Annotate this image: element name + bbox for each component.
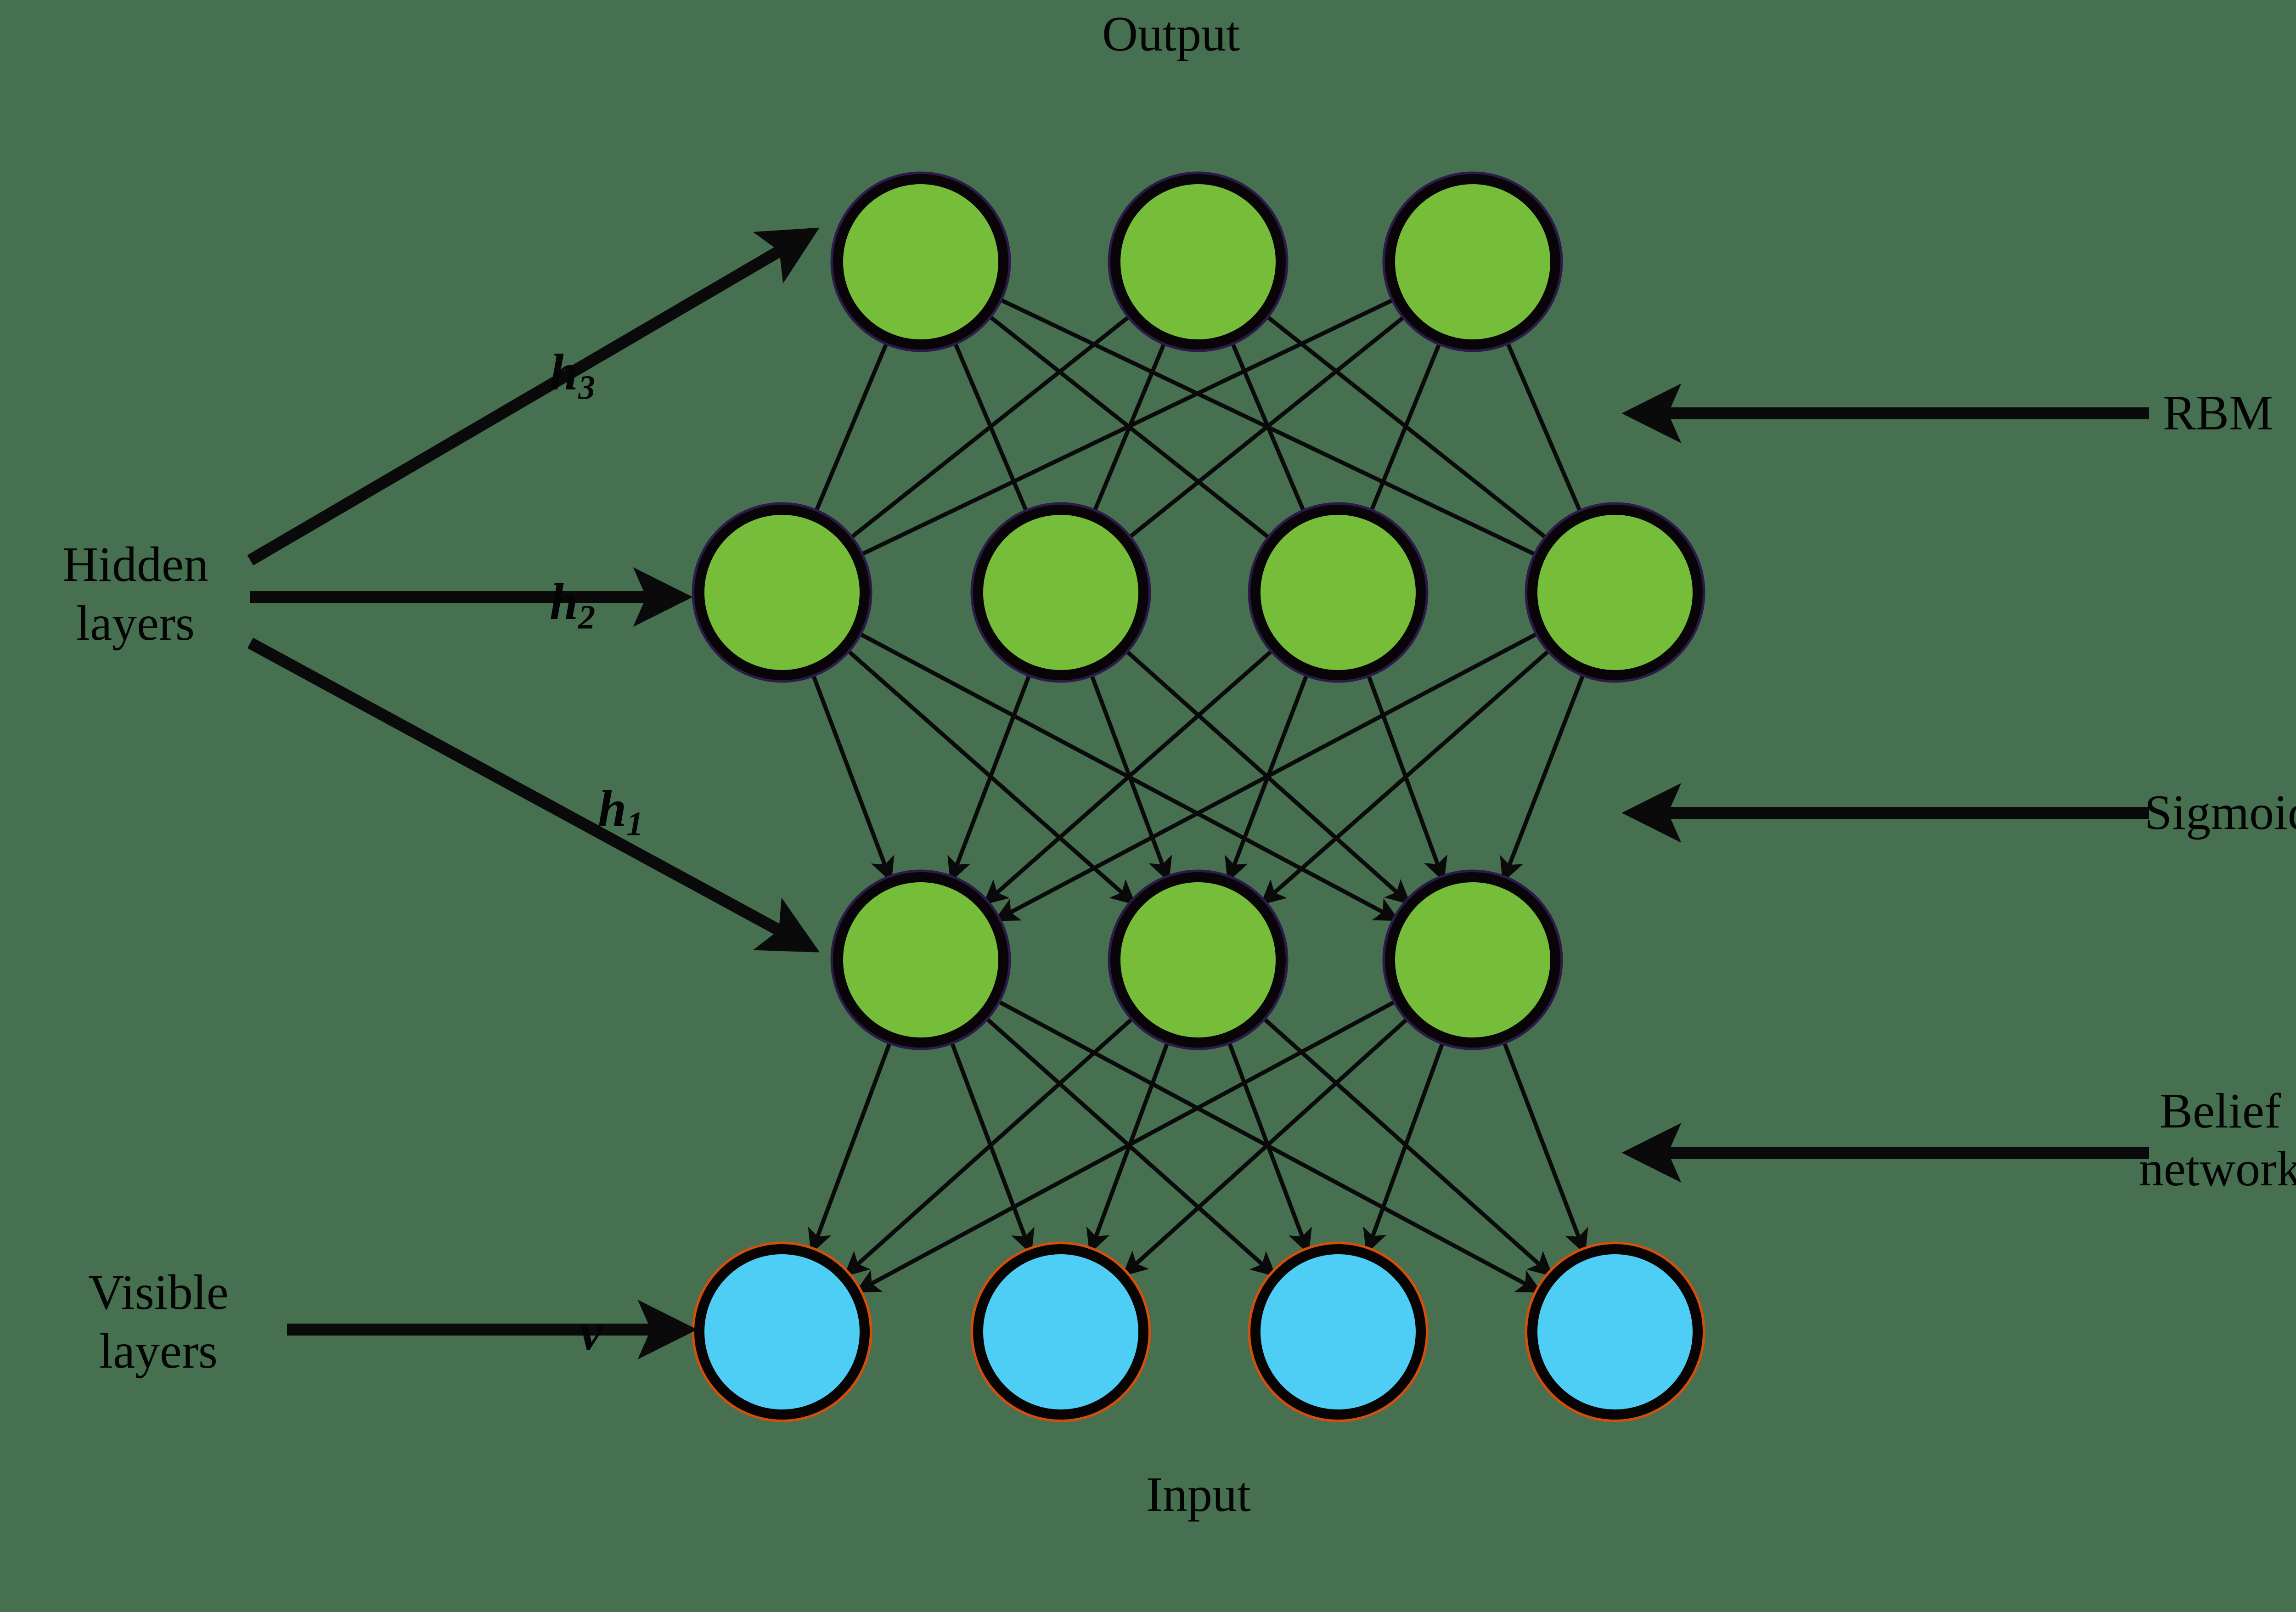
rbm-label: RBM	[2163, 386, 2273, 440]
v-label: v	[528, 1254, 602, 1411]
network-edge	[952, 339, 1030, 515]
network-edge	[813, 339, 890, 515]
h1-subscript: 1	[626, 805, 644, 843]
network-edge	[1260, 647, 1553, 905]
network-edge	[1123, 647, 1411, 905]
network-edge	[1365, 671, 1447, 882]
node-h2-2[interactable]	[1250, 505, 1426, 680]
network-edge	[986, 313, 1273, 541]
belief-network-line1: Belief	[2160, 1084, 2281, 1139]
page-title-output: Output	[1102, 7, 1240, 62]
network-edge	[1500, 671, 1587, 883]
node-visible-3[interactable]	[1527, 1244, 1703, 1420]
node-visible-0[interactable]	[694, 1244, 870, 1420]
node-h1-1[interactable]	[1110, 872, 1286, 1048]
hidden-layers-line1: Hidden	[62, 537, 208, 592]
network-edge	[1363, 1039, 1446, 1254]
network-edge	[1504, 339, 1583, 515]
visible-layers-line1: Visible	[88, 1265, 229, 1320]
network-edge	[808, 1038, 893, 1254]
node-output-2[interactable]	[1385, 174, 1560, 349]
pointer-arrow-group	[247, 227, 820, 1359]
h1-pointer	[247, 637, 820, 953]
node-h2-0[interactable]	[694, 505, 870, 680]
visible-layers-line2: layers	[99, 1324, 218, 1379]
sigmoid-label: Sigmoid	[2144, 785, 2296, 840]
network-edge	[983, 647, 1276, 905]
h3-subscript: 3	[578, 368, 596, 406]
network-edge	[855, 998, 1399, 1293]
network-edge	[994, 630, 1541, 921]
annotation-arrow-group	[1621, 383, 2149, 1183]
visible-layers-label: Visible layers	[51, 1265, 266, 1379]
h3-label: h3	[498, 294, 595, 458]
network-edge	[856, 630, 1400, 921]
hidden-layers-label: Hidden layers	[28, 537, 243, 651]
node-h2-3[interactable]	[1527, 505, 1703, 680]
network-edge	[1122, 1015, 1411, 1277]
belief-network-line2: network	[2139, 1142, 2296, 1197]
node-h1-2[interactable]	[1385, 872, 1560, 1048]
h2-subscript: 2	[578, 598, 596, 636]
h1-base: h	[598, 780, 627, 838]
h2-label: h2	[498, 524, 595, 688]
network-edge	[1501, 1038, 1588, 1255]
h1-label: h1	[546, 730, 643, 894]
network-edge	[996, 296, 1539, 558]
network-edge	[810, 671, 895, 883]
node-visible-2[interactable]	[1250, 1244, 1426, 1420]
node-group	[692, 171, 1705, 1422]
h3-pointer	[247, 227, 820, 566]
node-visible-1[interactable]	[973, 1244, 1148, 1420]
node-output-0[interactable]	[833, 174, 1008, 349]
belief-network-label: Belief network	[2117, 1086, 2296, 1195]
h2-base: h	[550, 574, 579, 631]
node-h1-0[interactable]	[833, 872, 1008, 1048]
network-edge	[844, 647, 1136, 905]
network-edge	[947, 671, 1033, 883]
node-output-1[interactable]	[1110, 174, 1286, 349]
network-edge	[1263, 313, 1550, 541]
network-edge	[844, 1015, 1137, 1277]
v-base: v	[580, 1304, 602, 1361]
h3-base: h	[550, 344, 579, 401]
page-title-input: Input	[1146, 1467, 1251, 1522]
node-h2-1[interactable]	[973, 505, 1148, 680]
hidden-layers-line2: layers	[76, 596, 195, 651]
edge-group	[808, 296, 1588, 1293]
